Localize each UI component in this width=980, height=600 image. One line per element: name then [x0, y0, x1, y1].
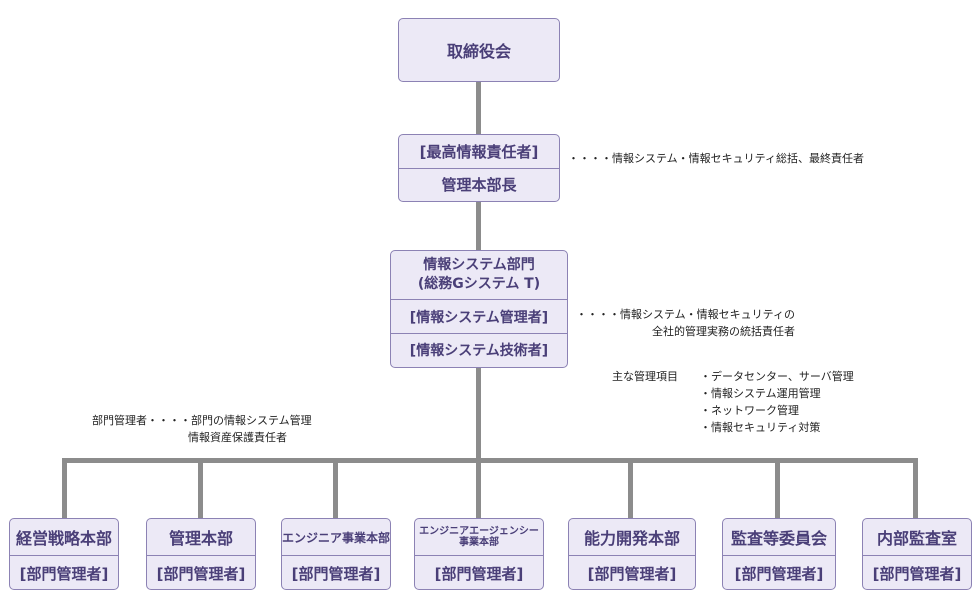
dept-name: 能力開発本部 — [583, 529, 680, 548]
branch-drop-4 — [476, 458, 481, 520]
branch-drop-1 — [62, 458, 67, 520]
board-label: 取締役会 — [446, 42, 511, 61]
dept-role: [部門管理者] — [10, 555, 118, 590]
dept-kansa-iinkai: 監査等委員会 [部門管理者] — [722, 518, 836, 590]
is-dept-box: 情報システム部門 (総務Gシステム T) [情報システム管理者] [情報システム… — [390, 250, 568, 368]
main-item-1: ・データセンター、サーバ管理 — [700, 370, 854, 383]
dept-manager-note: 部門管理者・・・・部門の情報システム管理 情報資産保護責任者 — [92, 412, 312, 446]
branch-drop-5 — [628, 458, 633, 520]
is-dept-name-line1: 情報システム部門 — [423, 257, 535, 273]
dept-role: [部門管理者] — [863, 555, 971, 590]
dept-role: [部門管理者] — [569, 555, 695, 590]
cio-note: ・・・・情報システム・情報セキュリティ総括、最終責任者 — [568, 152, 865, 165]
dept-kanri: 管理本部 [部門管理者] — [146, 518, 256, 590]
dept-engineer-jigyo: エンジニア事業本部 [部門管理者] — [281, 518, 391, 590]
branch-drop-3 — [333, 458, 338, 520]
branch-horizontal-line — [62, 458, 918, 463]
dept-naibu-kansa: 内部監査室 [部門管理者] — [862, 518, 972, 590]
branch-drop-2 — [198, 458, 203, 520]
is-note-line1: ・・・・情報システム・情報セキュリティの — [576, 308, 796, 321]
dept-role: [部門管理者] — [147, 555, 255, 590]
dept-name: 監査等委員会 — [730, 529, 827, 548]
is-manager-label: [情報システム管理者] — [391, 299, 567, 333]
is-engineer-label: [情報システム技術者] — [391, 333, 567, 365]
is-dept-name-line2: (総務Gシステム T) — [417, 276, 541, 292]
dept-noryoku-kaihatsu: 能力開発本部 [部門管理者] — [568, 518, 696, 590]
main-items-label: 主な管理項目 — [612, 370, 678, 383]
branch-drop-7 — [913, 458, 918, 520]
dept-name: エンジニア事業本部 — [282, 530, 391, 545]
dept-role: [部門管理者] — [282, 555, 390, 590]
cio-title: [最高情報責任者] — [419, 143, 539, 161]
main-items-list: ・データセンター、サーバ管理 ・情報システム運用管理 ・ネットワーク管理 ・情報… — [700, 368, 854, 436]
cio-position: 管理本部長 — [399, 168, 559, 200]
dept-name: 管理本部 — [168, 529, 233, 548]
dept-name: エンジニアエージェンシー 事業本部 — [415, 519, 543, 555]
main-item-3: ・ネットワーク管理 — [700, 404, 799, 417]
main-item-4: ・情報セキュリティ対策 — [700, 421, 821, 434]
branch-drop-6 — [775, 458, 780, 520]
dept-keiei-senryaku: 経営戦略本部 [部門管理者] — [9, 518, 119, 590]
cio-box: [最高情報責任者] 管理本部長 — [398, 134, 560, 202]
is-note-line2: 全社的管理実務の統括責任者 — [652, 325, 796, 338]
dept-name: 経営戦略本部 — [15, 529, 112, 548]
is-note: ・・・・情報システム・情報セキュリティの 全社的管理実務の統括責任者 — [576, 306, 795, 340]
dept-manager-note-line2: 情報資産保護責任者 — [188, 431, 287, 444]
board-box: 取締役会 — [398, 18, 560, 82]
connector-isdept-branch — [476, 368, 481, 461]
dept-engineer-agency: エンジニアエージェンシー 事業本部 [部門管理者] — [414, 518, 544, 590]
connector-cio-isdept — [476, 202, 481, 250]
connector-board-cio — [476, 82, 481, 134]
dept-role: [部門管理者] — [415, 555, 543, 590]
dept-name: 内部監査室 — [876, 529, 957, 548]
dept-role: [部門管理者] — [723, 555, 835, 590]
dept-manager-note-line1: 部門管理者・・・・部門の情報システム管理 — [92, 414, 312, 427]
dept-name-line1: エンジニアエージェンシー — [419, 526, 539, 537]
main-item-2: ・情報システム運用管理 — [700, 387, 821, 400]
dept-name-line2: 事業本部 — [459, 537, 499, 548]
